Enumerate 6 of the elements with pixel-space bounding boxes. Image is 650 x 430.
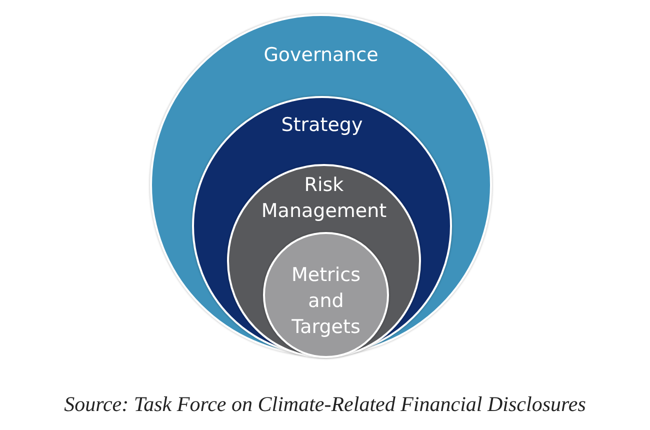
circle-label: Governance: [262, 43, 380, 68]
circle-label: Metrics and Targets: [290, 263, 362, 340]
center-circle: [263, 232, 389, 358]
circle-label: Risk Management: [260, 173, 388, 224]
source-caption: Source: Task Force on Climate-Related Financial Disclosures: [63, 392, 587, 417]
circle-label: Strategy: [280, 113, 364, 138]
